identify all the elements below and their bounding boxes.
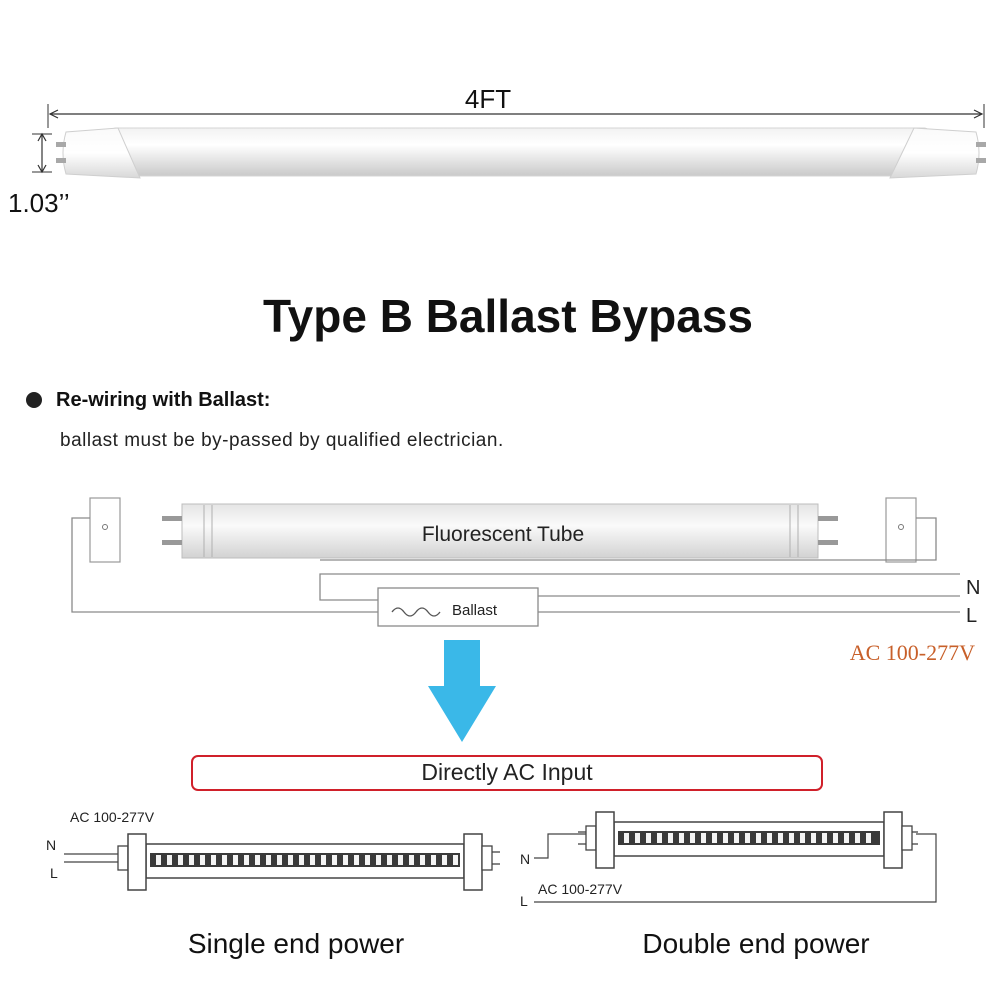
length-label: 4FT — [465, 84, 511, 114]
led-chip — [453, 855, 458, 865]
led-chip — [156, 855, 161, 865]
ballast-box — [377, 587, 539, 627]
led-chip — [233, 855, 238, 865]
left-pins-icon — [56, 142, 66, 147]
single-end-voltage-label: AC 100-277V — [70, 809, 155, 825]
led-chip — [354, 855, 359, 865]
led-chip — [668, 833, 673, 843]
led-chip — [789, 833, 794, 843]
led-chip — [310, 855, 315, 865]
led-chip — [866, 833, 871, 843]
led-chip — [855, 833, 860, 843]
led-chip — [409, 855, 414, 865]
led-chip — [255, 855, 260, 865]
led-chip — [211, 855, 216, 865]
led-chip — [332, 855, 337, 865]
double-end-led-strip — [618, 831, 880, 845]
diameter-label: 1.03’’ — [8, 188, 70, 218]
led-chip — [376, 855, 381, 865]
double-end-caption: Double end power — [642, 928, 869, 959]
single-end-caption: Single end power — [188, 928, 404, 959]
led-chip — [679, 833, 684, 843]
direct-input-box — [191, 755, 823, 791]
arrow-down-icon — [428, 640, 496, 742]
fluorescent-tube-label: Fluorescent Tube — [422, 523, 584, 546]
led-chip — [800, 833, 805, 843]
single-end-line-label: L — [50, 865, 58, 881]
led-chip — [178, 855, 183, 865]
led-chip — [299, 855, 304, 865]
led-chip — [745, 833, 750, 843]
led-chip — [635, 833, 640, 843]
ballast-label: Ballast — [452, 602, 498, 619]
rewiring-heading: Re-wiring with Ballast: — [56, 389, 270, 411]
fluorescent-tube — [181, 503, 819, 559]
double-end-line-label: L — [520, 893, 528, 909]
led-chip — [624, 833, 629, 843]
led-chip — [167, 855, 172, 865]
led-chip — [200, 855, 205, 865]
led-chip — [343, 855, 348, 865]
neutral-label: N — [966, 577, 980, 599]
led-chip — [277, 855, 282, 865]
led-chip — [365, 855, 370, 865]
led-chip — [734, 833, 739, 843]
double-end-diagram: N L AC 100-277V Double end power — [520, 811, 937, 959]
right-pins-icon — [976, 142, 986, 147]
product-photo: 4FT 1.03’’ — [8, 84, 986, 218]
led-chip — [811, 833, 816, 843]
led-chip — [701, 833, 706, 843]
led-chip — [646, 833, 651, 843]
led-chip — [657, 833, 662, 843]
led-chip — [222, 855, 227, 865]
led-chip — [420, 855, 425, 865]
led-chip — [690, 833, 695, 843]
led-chip — [288, 855, 293, 865]
bullet-icon — [26, 392, 42, 408]
led-chip — [398, 855, 403, 865]
line-label: L — [966, 605, 977, 627]
led-chip — [767, 833, 772, 843]
single-end-diagram: AC 100-277V N L Single end power — [46, 809, 500, 959]
led-strip-band — [150, 853, 460, 867]
led-chip — [778, 833, 783, 843]
led-chip — [321, 855, 326, 865]
rewiring-note: ballast must be by-passed by qualified e… — [60, 430, 504, 451]
right-socket — [885, 497, 917, 563]
voltage-label: AC 100-277V — [850, 640, 975, 665]
led-chip — [189, 855, 194, 865]
led-chip — [833, 833, 838, 843]
double-end-voltage-label: AC 100-277V — [538, 881, 623, 897]
led-chip — [844, 833, 849, 843]
single-end-led-strip — [150, 853, 460, 867]
led-chip — [442, 855, 447, 865]
led-chip — [244, 855, 249, 865]
led-chip — [723, 833, 728, 843]
led-chip — [822, 833, 827, 843]
led-chip — [266, 855, 271, 865]
ballast-wiring-diagram: Fluorescent Tube Ballast N L AC 100-277V — [71, 497, 980, 665]
direct-input-label: Directly AC Input — [421, 759, 593, 785]
led-chip — [712, 833, 717, 843]
led-chip — [431, 855, 436, 865]
double-end-neutral-label: N — [520, 851, 530, 867]
led-chip — [387, 855, 392, 865]
single-end-neutral-label: N — [46, 837, 56, 853]
ballast-coil-icon — [391, 607, 441, 617]
page-title: Type B Ballast Bypass — [263, 290, 753, 342]
led-chip — [756, 833, 761, 843]
led-tube-body — [109, 127, 931, 177]
